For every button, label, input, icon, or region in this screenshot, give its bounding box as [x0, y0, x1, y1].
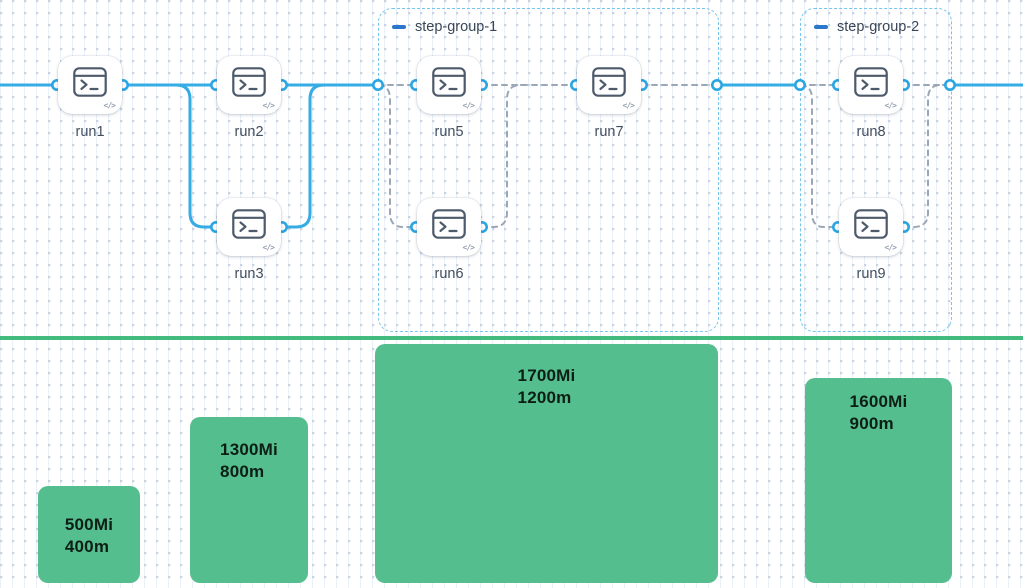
node-run9[interactable]: </> run9 — [839, 198, 903, 282]
node-label: run5 — [434, 124, 464, 140]
code-badge-icon: </> — [462, 101, 475, 110]
edge-group1-run6[interactable] — [378, 84, 417, 228]
resource-bar-step-group-2: 1600Mi 900m — [805, 378, 952, 583]
edge-group2-run9[interactable] — [800, 84, 839, 228]
node-card[interactable]: </> — [217, 56, 281, 114]
node-run1[interactable]: </> run1 — [58, 56, 122, 140]
code-badge-icon: </> — [262, 101, 275, 110]
terminal-icon — [592, 67, 626, 97]
node-card[interactable]: </> — [58, 56, 122, 114]
terminal-icon — [854, 209, 888, 239]
terminal-icon — [432, 67, 466, 97]
resource-bar-run1: 500Mi 400m — [38, 486, 140, 583]
resource-bar-step-group-1: 1700Mi 1200m — [375, 344, 718, 583]
node-label: run6 — [434, 266, 464, 282]
edge-run3-group1[interactable] — [280, 83, 380, 229]
node-run8[interactable]: </> run8 — [839, 56, 903, 140]
node-label: run7 — [594, 124, 624, 140]
terminal-icon — [232, 67, 266, 97]
node-label: run9 — [856, 266, 886, 282]
terminal-icon — [432, 209, 466, 239]
code-badge-icon: </> — [462, 243, 475, 252]
code-badge-icon: </> — [884, 101, 897, 110]
terminal-icon — [854, 67, 888, 97]
port-group1-in[interactable] — [371, 79, 384, 92]
step-group-1-header: step-group-1 — [392, 19, 497, 35]
code-badge-icon: </> — [103, 101, 116, 110]
terminal-icon — [73, 67, 107, 97]
node-card[interactable]: </> — [839, 198, 903, 256]
node-run7[interactable]: </> run7 — [577, 56, 641, 140]
edge-run1-run3[interactable] — [121, 83, 218, 229]
resource-bar-run2-run3: 1300Mi 800m — [190, 417, 308, 583]
resource-bar-label: 500Mi 400m — [64, 515, 114, 556]
node-card[interactable]: </> — [417, 56, 481, 114]
node-card[interactable]: </> — [417, 198, 481, 256]
node-card[interactable]: </> — [217, 198, 281, 256]
edge-run9-group2out[interactable] — [903, 84, 951, 228]
node-run2[interactable]: </> run2 — [217, 56, 281, 140]
port-group2-out[interactable] — [943, 79, 956, 92]
node-run5[interactable]: </> run5 — [417, 56, 481, 140]
group-label: step-group-2 — [837, 19, 920, 35]
node-card[interactable]: </> — [839, 56, 903, 114]
step-group-1[interactable]: step-group-1 — [378, 8, 719, 332]
port-group2-in[interactable] — [793, 79, 806, 92]
code-badge-icon: </> — [884, 243, 897, 252]
resource-bar-label: 1300Mi 800m — [220, 440, 278, 481]
resource-section-divider — [0, 336, 1023, 340]
node-label: run2 — [234, 124, 264, 140]
step-group-2-header: step-group-2 — [814, 19, 919, 35]
collapse-icon[interactable] — [814, 25, 828, 29]
node-label: run8 — [856, 124, 886, 140]
resource-bar-label: 1700Mi 1200m — [517, 366, 576, 407]
node-run6[interactable]: </> run6 — [417, 198, 481, 282]
terminal-icon — [232, 209, 266, 239]
code-badge-icon: </> — [262, 243, 275, 252]
code-badge-icon: </> — [622, 101, 635, 110]
edge-run6-run7[interactable] — [481, 84, 522, 228]
node-card[interactable]: </> — [577, 56, 641, 114]
collapse-icon[interactable] — [392, 25, 406, 29]
node-label: run3 — [234, 266, 264, 282]
port-group1-out[interactable] — [710, 79, 723, 92]
group-label: step-group-1 — [415, 19, 498, 35]
step-group-2[interactable]: step-group-2 — [800, 8, 952, 332]
node-label: run1 — [75, 124, 105, 140]
node-run3[interactable]: </> run3 — [217, 198, 281, 282]
resource-bar-label: 1600Mi 900m — [849, 392, 908, 433]
